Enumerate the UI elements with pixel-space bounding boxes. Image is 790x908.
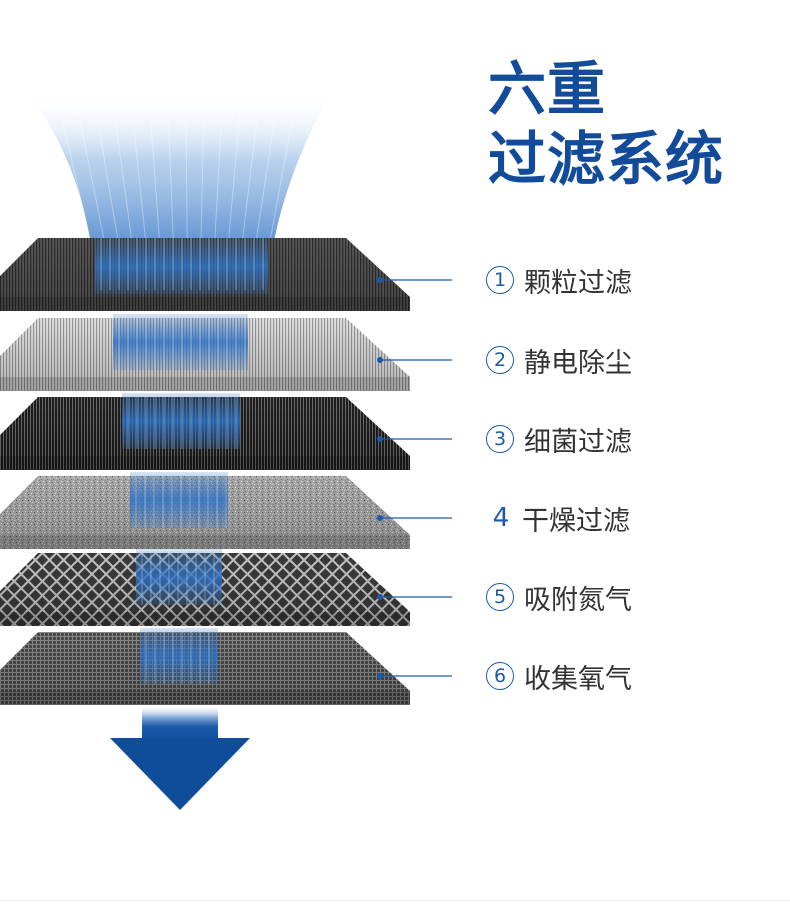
layer-label-text-2: 静电除尘 [524, 347, 632, 379]
flow-strip-5 [136, 549, 222, 605]
flow-strip-6 [140, 628, 218, 684]
layer-label-4: 4 干燥过滤 [486, 500, 630, 537]
output-arrow-icon [110, 705, 250, 810]
filter-layer-5 [0, 553, 410, 626]
layer-label-5: 5 吸附氮气 [486, 579, 632, 616]
layer-label-text-3: 细菌过滤 [524, 426, 632, 458]
divider [0, 900, 790, 901]
flow-strip-4 [130, 472, 228, 528]
layer-number-6: 6 [486, 662, 514, 690]
layer-number-5: 5 [486, 583, 514, 611]
incoming-air-beam [28, 92, 330, 282]
layer-label-text-6: 收集氧气 [524, 663, 632, 695]
layer-pointer-2 [377, 357, 452, 363]
title-line-1: 六重 [488, 55, 607, 123]
title-line-2: 过滤系统 [488, 125, 725, 193]
flow-strip-2 [113, 314, 248, 370]
flow-strip-3 [122, 393, 240, 449]
layer-pointer-4 [377, 515, 452, 521]
layer-number-1: 1 [486, 266, 514, 294]
layer-pointer-6 [377, 673, 452, 679]
layer-number-4: 4 [492, 503, 510, 533]
layer-pointer-3 [377, 436, 452, 442]
layer-label-1: 1 颗粒过滤 [486, 262, 632, 299]
layer-label-text-1: 颗粒过滤 [524, 267, 632, 299]
layer-pointer-5 [377, 594, 452, 600]
layer-pointer-1 [377, 277, 452, 283]
layer-pointers [377, 277, 452, 679]
layer-label-6: 6 收集氧气 [486, 658, 632, 695]
layer-label-text-4: 干燥过滤 [522, 505, 630, 537]
flow-strip-1 [95, 238, 268, 294]
layer-number-3: 3 [486, 425, 514, 453]
flow-strips [95, 238, 268, 684]
layer-label-3: 3 细菌过滤 [486, 421, 632, 458]
layer-label-text-5: 吸附氮气 [524, 584, 632, 616]
layer-label-2: 2 静电除尘 [486, 342, 632, 379]
layer-number-2: 2 [486, 346, 514, 374]
